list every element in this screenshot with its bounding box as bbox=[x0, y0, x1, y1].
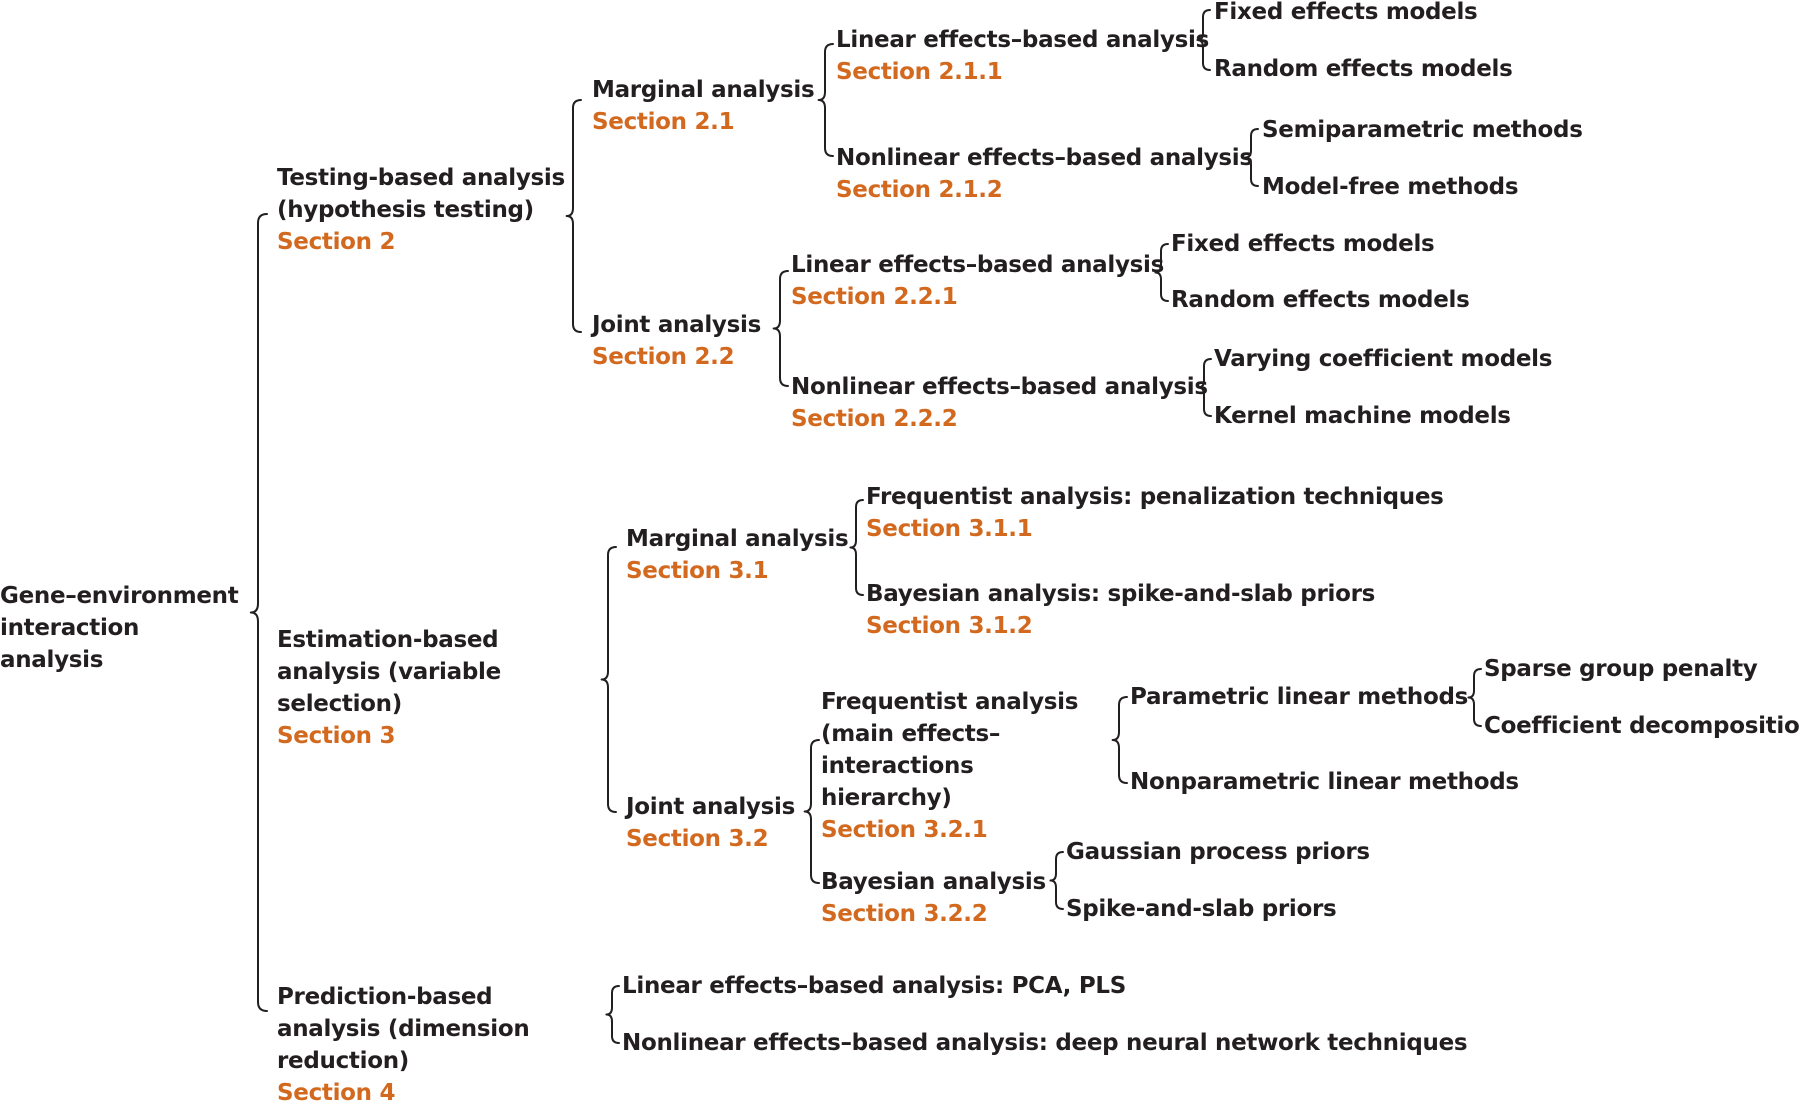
nonparametric-linear-node: Nonparametric linear methods bbox=[1130, 766, 1519, 798]
brace-testing bbox=[565, 99, 582, 333]
prediction-section: Section 4 bbox=[277, 1080, 396, 1106]
testing-marginal-section: Section 2.1 bbox=[592, 109, 735, 135]
brace-estimation bbox=[600, 546, 617, 813]
prediction-label: Prediction-based analysis (dimension red… bbox=[277, 984, 530, 1074]
estimation-joint-bayesian-section: Section 3.2.2 bbox=[821, 901, 988, 927]
brace-testing-joint bbox=[772, 270, 789, 387]
root-label: Gene–environment interaction analysis bbox=[0, 583, 239, 673]
parametric-linear-label: Parametric linear methods bbox=[1130, 684, 1469, 710]
brace-parametric bbox=[1111, 696, 1128, 784]
testing-label: Testing-based analysis (hypothesis testi… bbox=[277, 165, 565, 223]
parametric-linear-node: Parametric linear methods bbox=[1130, 681, 1468, 713]
testing-node: Testing-based analysis (hypothesis testi… bbox=[277, 162, 577, 258]
testing-joint-linear-label: Linear effects–based analysis bbox=[791, 252, 1165, 278]
testing-marginal-label: Marginal analysis bbox=[592, 77, 815, 103]
estimation-marginal-bayesian-node: Bayesian analysis: spike-and-slab priors… bbox=[866, 578, 1375, 642]
brace-testing-marginal bbox=[817, 43, 834, 157]
prediction-item-1: Linear effects–based analysis: PCA, PLS bbox=[622, 973, 1127, 999]
brace-prediction bbox=[605, 985, 620, 1044]
testing-marginal-nonlinear-section: Section 2.1.2 bbox=[836, 177, 1003, 203]
nonparametric-linear-label: Nonparametric linear methods bbox=[1130, 769, 1519, 795]
testing-joint-linear-section: Section 2.2.1 bbox=[791, 284, 958, 310]
brace-estimation-joint-bayesian bbox=[1049, 851, 1064, 910]
testing-joint-section: Section 2.2 bbox=[592, 344, 735, 370]
brace-root bbox=[249, 213, 268, 1012]
estimation-marginal-section: Section 3.1 bbox=[626, 558, 769, 584]
estimation-marginal-frequentist-section: Section 3.1.1 bbox=[866, 516, 1033, 542]
testing-marginal-linear-node: Linear effects–based analysis Section 2.… bbox=[836, 24, 1209, 88]
prediction-node: Prediction-based analysis (dimension red… bbox=[277, 981, 587, 1109]
estimation-marginal-frequentist-node: Frequentist analysis: penalization techn… bbox=[866, 481, 1444, 545]
testing-joint-linear-item-2: Random effects models bbox=[1171, 287, 1470, 313]
estimation-marginal-frequentist-label: Frequentist analysis: penalization techn… bbox=[866, 484, 1444, 510]
estimation-section: Section 3 bbox=[277, 723, 396, 749]
testing-joint-linear-item-1: Fixed effects models bbox=[1171, 231, 1435, 257]
brace-testing-marginal-linear bbox=[1196, 9, 1211, 71]
root-node: Gene–environment interaction analysis bbox=[0, 580, 245, 676]
parametric-linear-item-1: Sparse group penalty bbox=[1484, 656, 1758, 682]
prediction-item-2: Nonlinear effects–based analysis: deep n… bbox=[622, 1030, 1468, 1056]
brace-estimation-joint bbox=[803, 739, 820, 884]
testing-marginal-linear-label: Linear effects–based analysis bbox=[836, 27, 1210, 53]
estimation-marginal-node: Marginal analysis Section 3.1 bbox=[626, 523, 849, 587]
estimation-node: Estimation-based analysis (variable sele… bbox=[277, 624, 607, 752]
testing-joint-nonlinear-section: Section 2.2.2 bbox=[791, 406, 958, 432]
testing-marginal-linear-item-1: Fixed effects models bbox=[1214, 0, 1478, 25]
testing-marginal-linear-section: Section 2.1.1 bbox=[836, 59, 1003, 85]
brace-estimation-marginal bbox=[849, 499, 864, 596]
testing-section: Section 2 bbox=[277, 229, 396, 255]
testing-marginal-node: Marginal analysis Section 2.1 bbox=[592, 74, 815, 138]
estimation-marginal-bayesian-section: Section 3.1.2 bbox=[866, 613, 1033, 639]
testing-joint-nonlinear-label: Nonlinear effects–based analysis bbox=[791, 374, 1208, 400]
estimation-joint-bayesian-item-1: Gaussian process priors bbox=[1066, 839, 1370, 865]
brace-testing-joint-linear bbox=[1154, 243, 1169, 302]
testing-joint-nonlinear-item-1: Varying coefficient models bbox=[1214, 346, 1553, 372]
testing-marginal-linear-item-2: Random effects models bbox=[1214, 56, 1513, 82]
testing-joint-label: Joint analysis bbox=[592, 312, 761, 338]
testing-joint-linear-node: Linear effects–based analysis Section 2.… bbox=[791, 249, 1164, 313]
testing-joint-nonlinear-node: Nonlinear effects–based analysis Section… bbox=[791, 371, 1208, 435]
estimation-joint-frequentist-label: Frequentist analysis (main effects– inte… bbox=[821, 689, 1079, 811]
parametric-linear-item-2: Coefficient decomposition bbox=[1484, 713, 1800, 739]
testing-marginal-nonlinear-item-1: Semiparametric methods bbox=[1262, 117, 1583, 143]
estimation-joint-label: Joint analysis bbox=[626, 794, 795, 820]
brace-connectors bbox=[249, 9, 1482, 1044]
estimation-joint-frequentist-section: Section 3.2.1 bbox=[821, 817, 988, 843]
brace-testing-joint-nonlinear bbox=[1197, 358, 1212, 417]
testing-marginal-nonlinear-label: Nonlinear effects–based analysis bbox=[836, 145, 1253, 171]
estimation-joint-bayesian-node: Bayesian analysis Section 3.2.2 bbox=[821, 866, 1046, 930]
estimation-joint-section: Section 3.2 bbox=[626, 826, 769, 852]
testing-marginal-nonlinear-item-2: Model-free methods bbox=[1262, 174, 1519, 200]
testing-joint-node: Joint analysis Section 2.2 bbox=[592, 309, 761, 373]
estimation-joint-node: Joint analysis Section 3.2 bbox=[626, 791, 795, 855]
brace-testing-marginal-nonlinear bbox=[1244, 128, 1259, 187]
estimation-label: Estimation-based analysis (variable sele… bbox=[277, 627, 501, 717]
brace-parametric-linear bbox=[1467, 668, 1482, 727]
estimation-joint-bayesian-item-2: Spike-and-slab priors bbox=[1066, 896, 1337, 922]
testing-marginal-nonlinear-node: Nonlinear effects–based analysis Section… bbox=[836, 142, 1253, 206]
testing-joint-nonlinear-item-2: Kernel machine models bbox=[1214, 403, 1511, 429]
estimation-marginal-bayesian-label: Bayesian analysis: spike-and-slab priors bbox=[866, 581, 1376, 607]
estimation-joint-frequentist-node: Frequentist analysis (main effects– inte… bbox=[821, 686, 1101, 846]
estimation-marginal-label: Marginal analysis bbox=[626, 526, 849, 552]
estimation-joint-bayesian-label: Bayesian analysis bbox=[821, 869, 1046, 895]
